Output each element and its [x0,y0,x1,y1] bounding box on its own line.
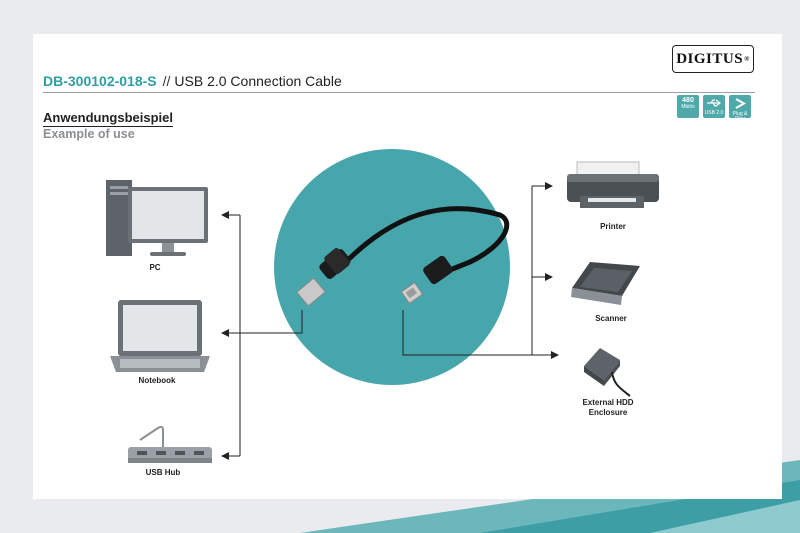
heading-german: Anwendungsbeispiel [43,110,174,127]
pc-label: PC [149,263,161,272]
usb-hub-icon [128,425,212,463]
plug-play-icon [735,98,747,109]
external-hdd-icon [584,348,631,397]
desktop-pc-icon [106,180,208,256]
external-hdd-label: External HDD Enclosure [582,398,634,417]
product-code: DB-300102-018-S [43,73,157,89]
notebook-icon [110,300,210,372]
scanner-label: Scanner [595,314,627,323]
left-connectors [221,211,303,460]
right-connectors [402,182,559,359]
usb-cable [296,206,510,307]
usb-icon [707,99,721,107]
usb-badge: USB 2.0 [703,95,725,118]
notebook-label: Notebook [138,376,176,385]
title-rule [43,92,755,93]
usb-b-connector [400,255,453,305]
digitus-logo: DIGITUS® [672,45,754,73]
product-title: DB-300102-018-S //USB 2.0 Connection Cabl… [43,73,342,89]
printer-label: Printer [600,222,626,231]
usb-a-connector [296,248,351,307]
title-separator: // [162,73,171,89]
printer-icon [567,161,659,208]
scanner-icon [571,262,640,305]
product-name: USB 2.0 Connection Cable [174,73,342,89]
cable-circle [274,149,510,385]
heading-english: Example of use [43,127,135,141]
plug-play-badge: Plug & Play [729,95,751,122]
usb-hub-label: USB Hub [145,468,181,477]
